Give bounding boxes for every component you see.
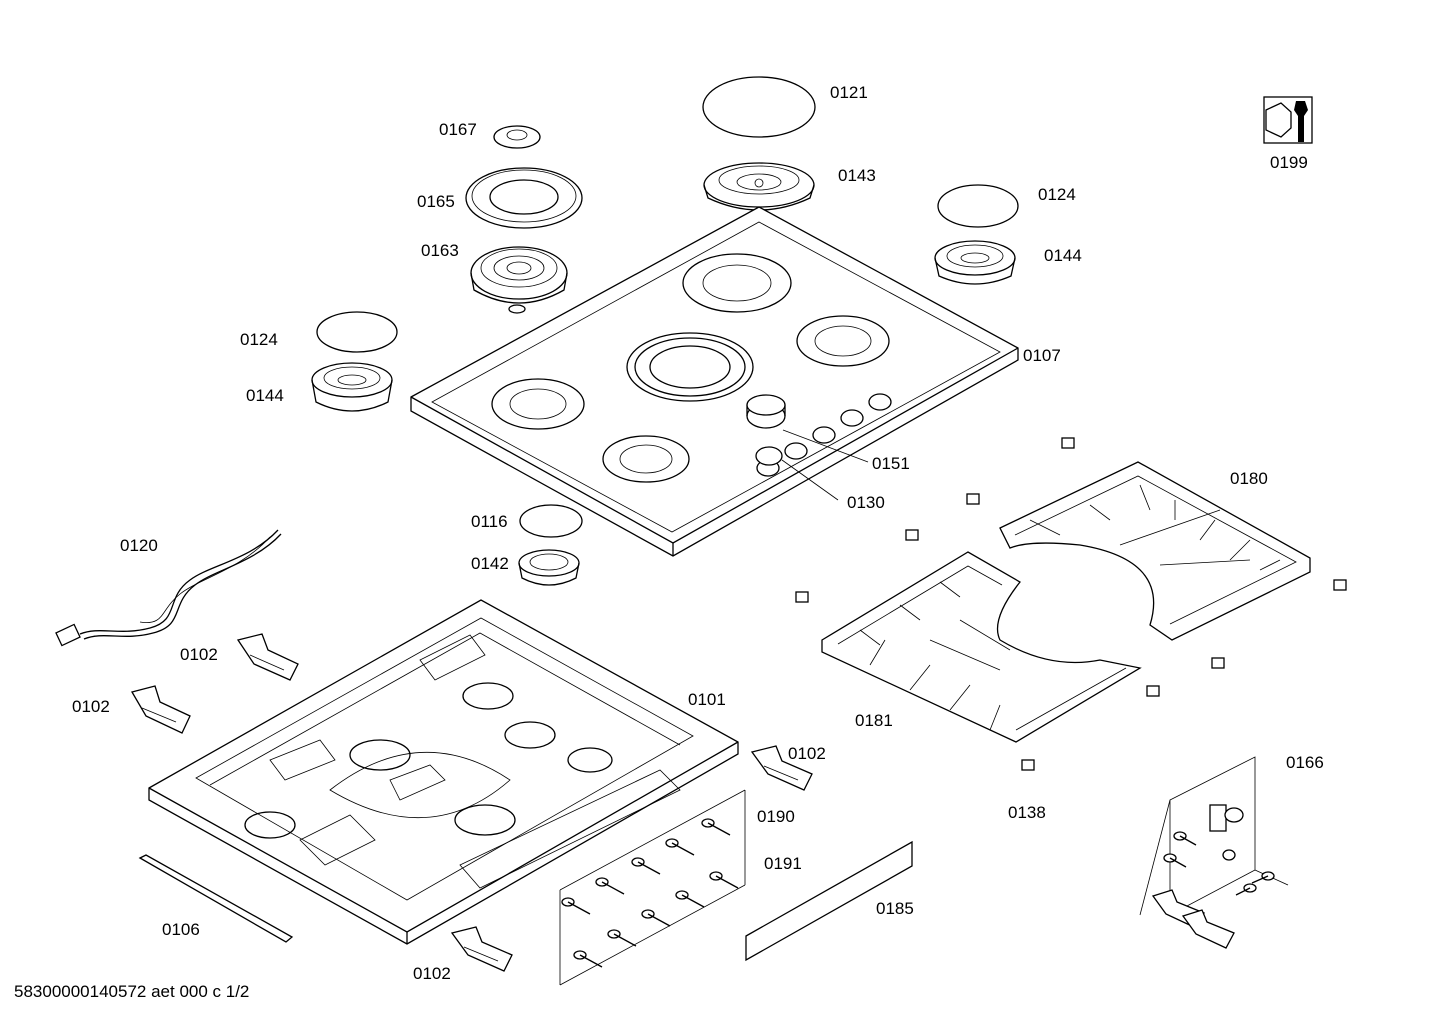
burner-0143 (703, 162, 815, 211)
label-0185: 0185 (876, 899, 914, 918)
hob-top-plate-0107 (410, 206, 1019, 557)
wrench-nut-icon (1263, 96, 1313, 144)
label-0124-left: 0124 (240, 330, 278, 349)
ring-cap-0165 (465, 167, 583, 229)
conversion-kit-0166 (1139, 756, 1289, 949)
burner-cap-0121 (702, 76, 816, 138)
pan-support-0181 (821, 551, 1142, 743)
label-0142: 0142 (471, 554, 509, 573)
label-0191: 0191 (764, 854, 802, 873)
strip-0185 (745, 840, 913, 962)
burner-0144-left (311, 362, 393, 412)
label-0130: 0130 (847, 493, 885, 512)
label-0144-right: 0144 (1044, 246, 1082, 265)
label-0102-b: 0102 (72, 697, 110, 716)
bracket-0102-b (131, 685, 191, 734)
screws-0190-0191 (559, 789, 746, 986)
label-0190: 0190 (757, 807, 795, 826)
label-0199: 0199 (1270, 153, 1308, 172)
label-0151: 0151 (872, 454, 910, 473)
label-0181: 0181 (855, 711, 893, 730)
label-0138: 0138 (1008, 803, 1046, 822)
label-0102-c: 0102 (788, 744, 826, 763)
pan-support-0180 (999, 461, 1311, 641)
bracket-0102-d (450, 926, 513, 972)
burner-cap-0124-right (937, 184, 1019, 228)
base-tray-0101 (148, 599, 739, 945)
burner-0142 (518, 549, 580, 586)
burner-0144-right (934, 240, 1016, 285)
burner-cap-0116 (519, 504, 583, 538)
label-0101: 0101 (688, 690, 726, 709)
label-0106: 0106 (162, 920, 200, 939)
label-0107: 0107 (1023, 346, 1061, 365)
wok-burner-0163 (470, 246, 568, 314)
rubber-feet-0138 (795, 437, 1347, 771)
sealing-strip-0106 (138, 854, 294, 943)
label-0120: 0120 (120, 536, 158, 555)
label-0165: 0165 (417, 192, 455, 211)
power-cable-0120 (55, 529, 282, 647)
bracket-0102-c (750, 745, 813, 791)
control-knob-0151 (746, 394, 869, 463)
label-0167: 0167 (439, 120, 477, 139)
label-0102-d: 0102 (413, 964, 451, 983)
label-0144-left: 0144 (246, 386, 284, 405)
knob-cap-0130 (755, 446, 839, 501)
burner-cap-0124-left (316, 311, 398, 353)
document-id: 58300000140572 aet 000 c 1/2 (14, 982, 250, 1001)
label-0116: 0116 (471, 512, 508, 531)
label-0163: 0163 (421, 241, 459, 260)
label-0166: 0166 (1286, 753, 1324, 772)
bracket-0102-a (236, 633, 299, 681)
label-0180: 0180 (1230, 469, 1268, 488)
label-0143: 0143 (838, 166, 876, 185)
label-0102-a: 0102 (180, 645, 218, 664)
label-0124-right: 0124 (1038, 185, 1076, 204)
label-0121: 0121 (830, 83, 868, 102)
cap-0167 (493, 125, 541, 149)
